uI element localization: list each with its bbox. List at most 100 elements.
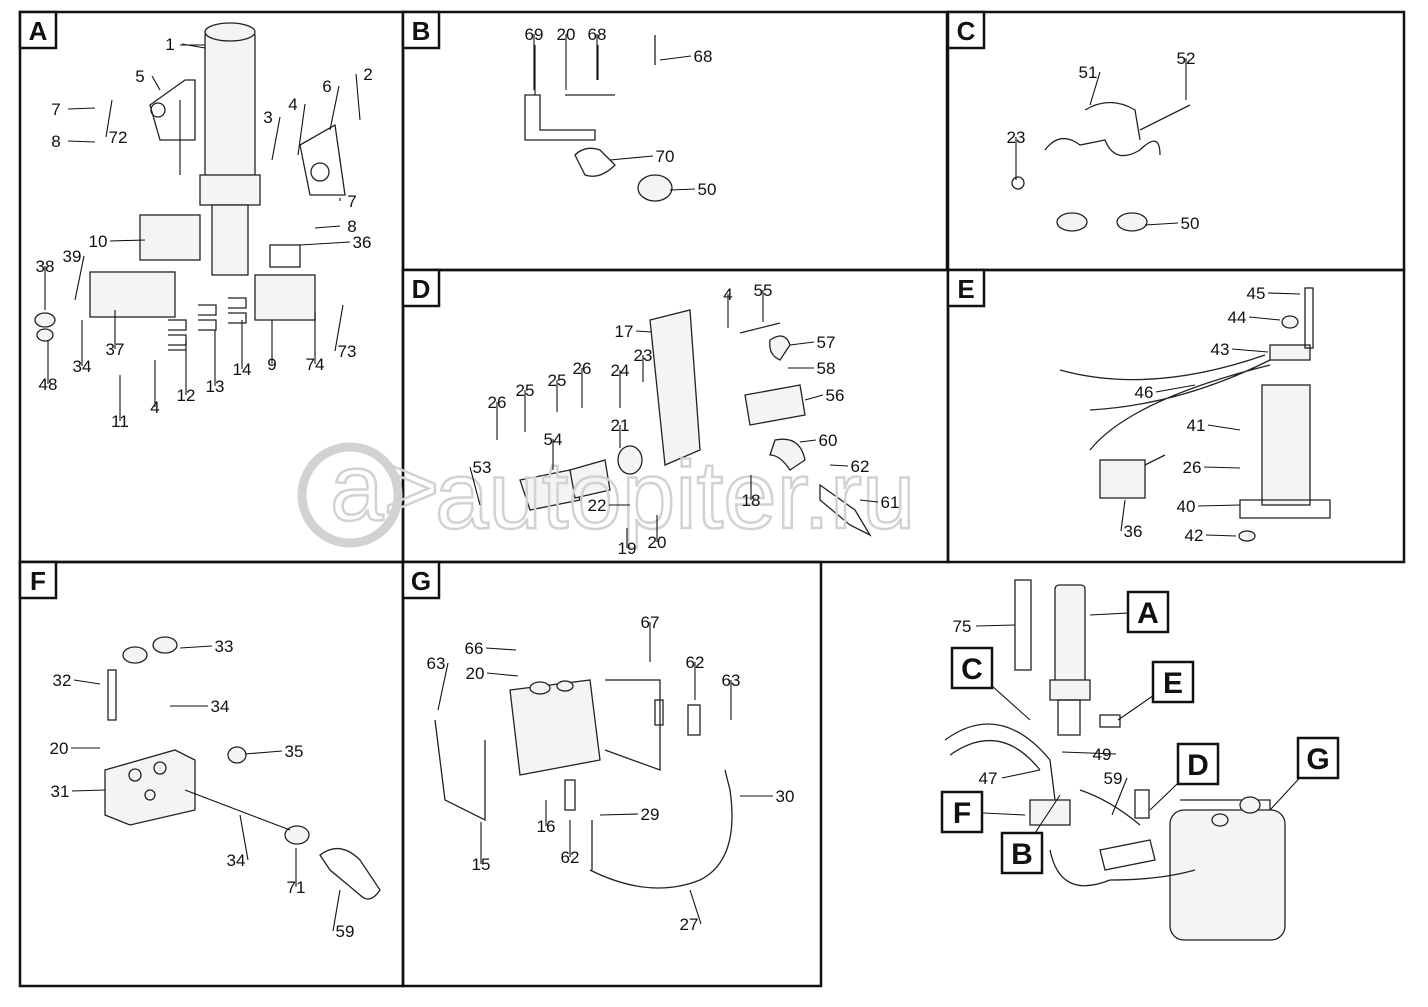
callout-box [1000, 831, 1044, 875]
panel-letter-c: C [957, 16, 976, 46]
leader-line [975, 624, 1016, 627]
part-number-label: 57 [817, 333, 836, 352]
leader-line [73, 679, 101, 685]
leader-line [74, 255, 85, 301]
part-number-label: 63 [722, 671, 741, 690]
overview-part-label: 59 [1104, 769, 1123, 788]
part-number-label: 50 [698, 180, 717, 199]
leader-line [1205, 534, 1237, 537]
leader-line [689, 889, 702, 925]
callout-letter: F [953, 797, 971, 830]
part-number-label: 8 [51, 132, 60, 151]
leader-line [181, 43, 206, 49]
svg-text:a>: a> [330, 434, 439, 541]
part-number-label: 29 [641, 805, 660, 824]
part-number-label: 15 [472, 855, 491, 874]
part-number-label: 9 [267, 355, 276, 374]
leader-line [109, 239, 146, 242]
leader-line [789, 341, 815, 346]
leader-line [437, 662, 449, 711]
part-number-label: 62 [561, 848, 580, 867]
leader-line [67, 140, 96, 143]
part-number-label: 74 [306, 355, 325, 374]
part-number-label: 1 [165, 35, 174, 54]
callout-letter: C [961, 653, 983, 686]
leader-line [151, 75, 161, 91]
part-number-label: 70 [656, 147, 675, 166]
part-number-label: 32 [53, 671, 72, 690]
part-number-label: 59 [336, 922, 355, 941]
leader-line [635, 330, 653, 333]
part-number-label: 21 [611, 416, 630, 435]
part-number-label: 45 [1247, 284, 1266, 303]
part-number-label: 62 [851, 457, 870, 476]
leader-line [71, 789, 106, 792]
panel-e-parts [1059, 287, 1331, 542]
part-number-label: 52 [1177, 49, 1196, 68]
leader-line [297, 103, 306, 156]
part-number-label: 4 [150, 398, 159, 417]
leader-line [599, 813, 639, 816]
callout-letter: E [1163, 667, 1183, 700]
panel-letter-a: A [29, 16, 48, 46]
part-number-label: 43 [1211, 340, 1230, 359]
leader-line [799, 439, 817, 443]
part-number-label: 27 [680, 915, 699, 934]
part-number-label: 73 [338, 342, 357, 361]
leader-line [486, 672, 519, 677]
part-number-label: 46 [1135, 383, 1154, 402]
leader-line [469, 466, 481, 506]
part-number-label: 3 [263, 108, 272, 127]
part-number-label: 55 [754, 281, 773, 300]
leader-line [332, 889, 341, 932]
part-number-label: 68 [694, 47, 713, 66]
part-number-label: 38 [36, 257, 55, 276]
part-number-label: 67 [641, 613, 660, 632]
panel-a-parts [34, 22, 346, 351]
part-number-label: 25 [516, 381, 535, 400]
part-number-label: 34 [227, 851, 246, 870]
part-number-label: 35 [285, 742, 304, 761]
leader-line [804, 394, 824, 401]
part-number-label: 6 [322, 77, 331, 96]
leader-line [1197, 504, 1241, 507]
overview-part-label: 49 [1093, 745, 1112, 764]
leader-line [859, 499, 879, 503]
callout-letter: G [1306, 743, 1329, 776]
part-number-label: 69 [525, 25, 544, 44]
leader-line [609, 155, 654, 161]
part-number-label: 60 [819, 431, 838, 450]
leader-line [179, 645, 213, 649]
part-number-label: 44 [1228, 308, 1247, 327]
callout-letter: B [1011, 838, 1033, 871]
leader-line [244, 750, 283, 755]
panel-c-parts [1011, 101, 1191, 232]
leader-line [485, 647, 517, 651]
leader-line [1248, 316, 1281, 321]
part-number-label: 26 [488, 393, 507, 412]
leader-line [1267, 292, 1301, 295]
leader-line [659, 55, 692, 61]
callout-box [1126, 590, 1170, 634]
leader-line [299, 241, 351, 246]
leader-line [1120, 499, 1126, 532]
panel-b-parts [524, 35, 673, 202]
part-number-label: 51 [1079, 63, 1098, 82]
part-number-label: 58 [817, 359, 836, 378]
leader-line [239, 814, 249, 861]
leader-line [1207, 424, 1241, 431]
leader-line [1231, 348, 1269, 353]
part-number-label: 34 [73, 357, 92, 376]
panel-letter-b: B [412, 16, 431, 46]
panel-f-parts [104, 636, 381, 900]
overview-part-label: 75 [953, 617, 972, 636]
part-number-label: 22 [588, 496, 607, 515]
part-number-label: 33 [215, 637, 234, 656]
part-number-label: 34 [211, 697, 230, 716]
part-number-label: 36 [1124, 522, 1143, 541]
panel-letter-boxes: A B C D E F G [18, 10, 986, 600]
panel-letter-g: G [411, 566, 431, 596]
